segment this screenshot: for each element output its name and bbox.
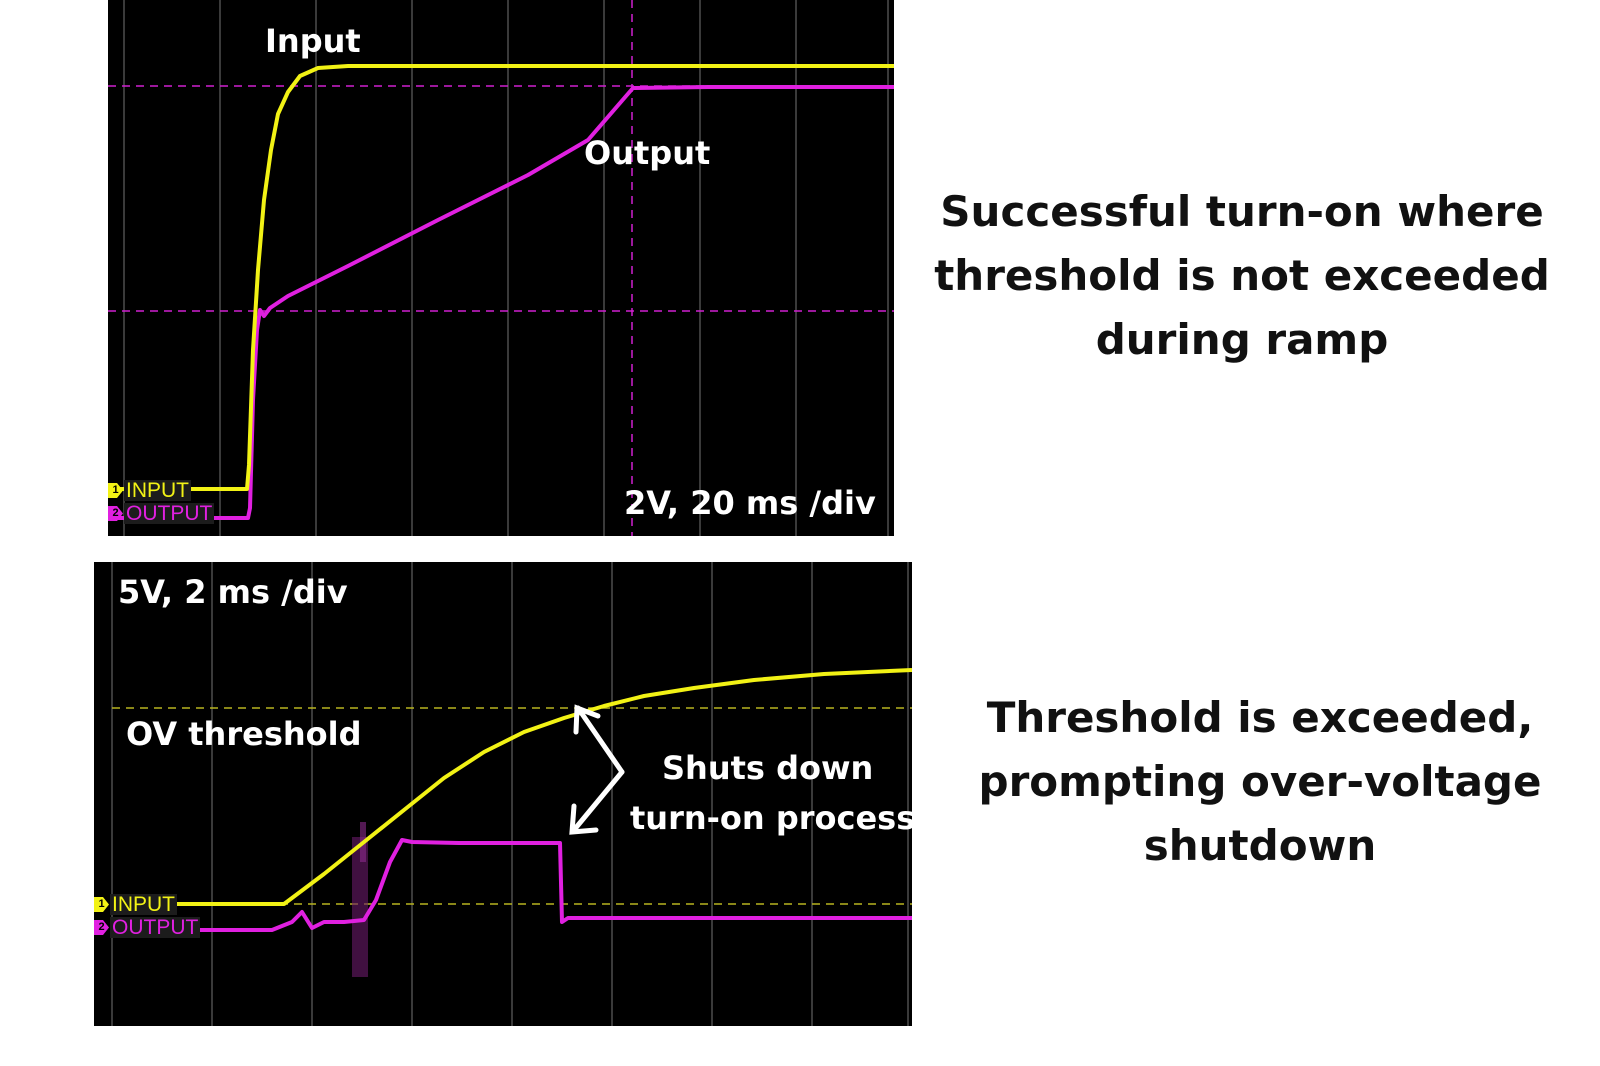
top-channel-2-tag: OUTPUT [124, 502, 215, 525]
top-input-label: Input [265, 22, 361, 60]
top-channel-1-tag: INPUT [124, 479, 191, 502]
top-channel-2-marker: 2 [108, 506, 123, 521]
top-input-trace [108, 64, 894, 491]
bottom-channel-1-tag: INPUT [110, 893, 177, 916]
top-scope-waveform [108, 0, 894, 536]
bottom-scope-screen: 5V, 2 ms /div OV threshold Shuts down tu… [94, 562, 912, 1026]
top-scope-screen: Input Output 2V, 20 ms /div 1 INPUT 2 OU… [108, 0, 894, 536]
top-caption: Successful turn-on where threshold is no… [934, 187, 1550, 364]
top-output-trace [108, 85, 894, 520]
top-channel-1-marker: 1 [108, 483, 123, 498]
bottom-caption: Threshold is exceeded, prompting over-vo… [978, 693, 1542, 870]
top-scope-cursors [108, 0, 894, 536]
switching-noise [352, 837, 368, 977]
bottom-input-trace [112, 668, 912, 906]
bottom-scope-waveform [111, 562, 912, 1026]
ov-threshold-label: OV threshold [126, 715, 362, 753]
top-scope-grid [123, 0, 889, 536]
annotation-shuts-down: Shuts down [662, 749, 874, 787]
bottom-output-trace [112, 838, 912, 932]
bottom-channel-2-tag: OUTPUT [110, 916, 201, 939]
bottom-channel-1-marker: 1 [94, 897, 109, 912]
annotation-arrows [569, 704, 625, 835]
top-output-label: Output [584, 134, 711, 172]
annotation-turn-on-process: turn-on process [630, 799, 912, 837]
bottom-scale-label: 5V, 2 ms /div [118, 573, 348, 611]
top-scale-label: 2V, 20 ms /div [624, 484, 876, 522]
bottom-channel-2-marker: 2 [94, 920, 109, 935]
bottom-scope-grid [111, 562, 909, 1026]
